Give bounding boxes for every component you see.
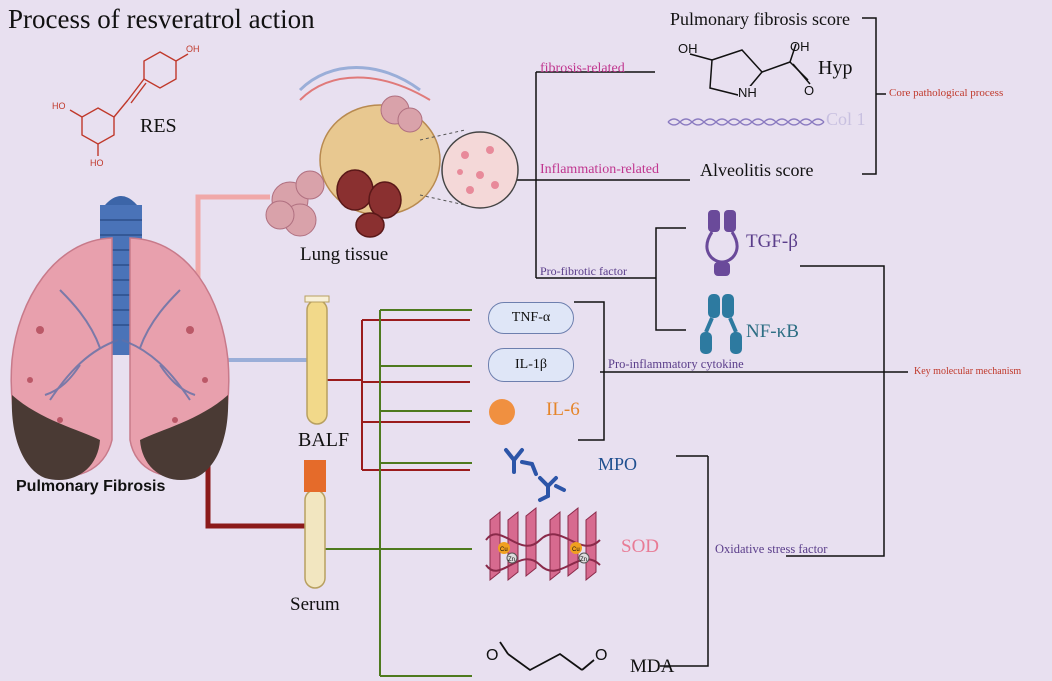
svg-text:Cu: Cu xyxy=(572,547,580,553)
sod-structure: Cu Zn Cu Zn xyxy=(485,506,601,582)
il-6-label: IL-6 xyxy=(546,399,580,420)
hyp-o: O xyxy=(804,83,815,98)
nf-kb-label: NF-κB xyxy=(746,321,799,342)
nfkb-icon xyxy=(700,294,742,354)
key-bracket xyxy=(786,265,885,557)
diagram-title: Process of resveratrol action xyxy=(8,4,315,34)
core-bracket xyxy=(862,17,877,175)
sod-label: SOD xyxy=(621,536,660,557)
mda-o-left: O xyxy=(486,647,499,664)
pro-fibrotic-label: Pro-fibrotic factor xyxy=(540,264,627,278)
hyp-oh-left: OH xyxy=(678,41,698,56)
serum-label: Serum xyxy=(290,594,340,615)
svg-text:Zn: Zn xyxy=(580,557,587,563)
balf-label: BALF xyxy=(298,429,350,451)
mda-o-right: O xyxy=(595,647,608,664)
oxidative-stress-label: Oxidative stress factor xyxy=(715,542,828,556)
tgf-beta-icon xyxy=(705,210,739,276)
mpo-label: MPO xyxy=(598,454,638,474)
mda-label: MDA xyxy=(630,656,675,677)
alveolitis-score: Alveolitis score xyxy=(700,160,814,180)
tnf-alpha-pill: TNF-α xyxy=(488,302,574,334)
svg-text:HO: HO xyxy=(90,158,104,168)
hyp-oh-right: OH xyxy=(790,39,810,54)
alveoli-illustration xyxy=(265,66,519,238)
il6-icon xyxy=(489,399,515,425)
hyp-structure xyxy=(689,43,811,97)
svg-text:OH: OH xyxy=(186,44,200,54)
pro-inflammatory-label: Pro-inflammatory cytokine xyxy=(608,357,744,371)
il-1beta-pill: IL-1β xyxy=(488,348,574,382)
svg-text:HO: HO xyxy=(52,101,66,111)
svg-text:Cu: Cu xyxy=(500,547,508,553)
tgf-beta-label: TGF-β xyxy=(746,231,798,252)
key-mechanism-label: Key molecular mechanism xyxy=(914,366,1022,377)
fibrosis-related-label: fibrosis-related xyxy=(540,61,625,76)
core-process-label: Core pathological process xyxy=(889,87,1004,99)
lungs-illustration xyxy=(10,196,230,481)
inflammation-related-label: Inflammation-related xyxy=(540,162,659,177)
resveratrol-structure: HO HO OH xyxy=(52,44,200,168)
lung-tissue-label: Lung tissue xyxy=(300,244,389,265)
hyp-nh: NH xyxy=(738,85,757,100)
mpo-icon xyxy=(504,448,566,502)
balf-tube xyxy=(304,295,330,425)
mda-structure xyxy=(499,641,595,672)
svg-text:Zn: Zn xyxy=(508,557,515,563)
compound-label: RES xyxy=(140,115,177,137)
hyp-label: Hyp xyxy=(818,57,853,79)
pulmonary-fibrosis-score: Pulmonary fibrosis score xyxy=(670,9,850,29)
serum-tube xyxy=(304,460,326,589)
col1-helix xyxy=(667,118,825,126)
organ-label: Pulmonary Fibrosis xyxy=(16,478,166,495)
col1-label: Col 1 xyxy=(826,109,866,129)
